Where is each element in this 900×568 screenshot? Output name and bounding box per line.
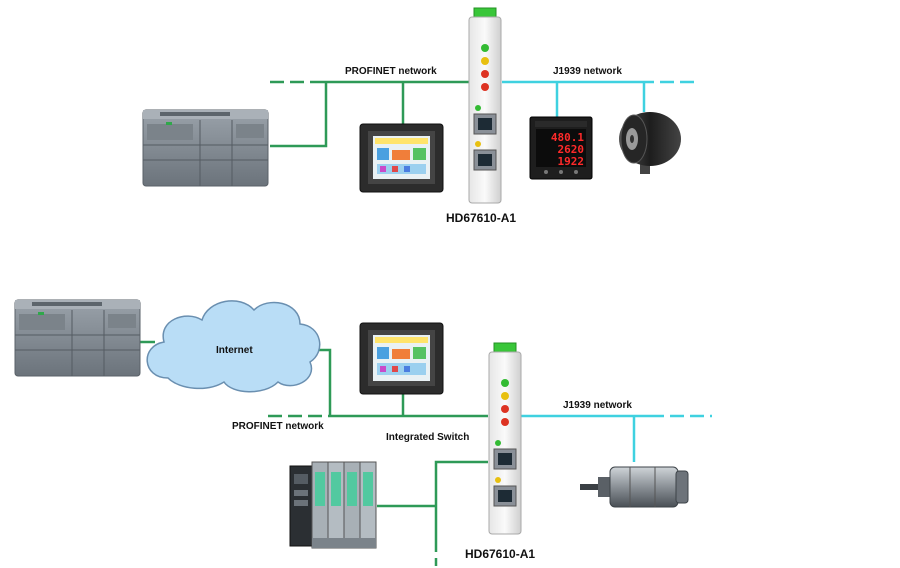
gateway-module-icon [488, 342, 522, 535]
plc-icon [142, 109, 269, 187]
j1939-network-label: J1939 network [553, 66, 622, 77]
j1939-network-line-2 [520, 414, 712, 462]
hmi-panel-icon [359, 123, 444, 193]
meter-reading-1: 480.1 [551, 131, 584, 144]
gateway-module-icon [468, 7, 502, 204]
internet-label: Internet [216, 345, 253, 356]
profinet-network-label: PROFINET network [232, 421, 324, 432]
profinet-network-label: PROFINET network [345, 66, 437, 77]
diagram-2 [14, 299, 712, 566]
meter-reading-3: 1922 [558, 155, 585, 168]
gateway-label: HD67610-A1 [465, 547, 536, 561]
internet-cloud-icon [146, 300, 321, 393]
rotary-encoder-icon [619, 112, 681, 174]
profinet-network-line-1 [270, 80, 470, 148]
hmi-panel-icon [359, 322, 444, 395]
diagram-1: 480.1 2620 1922 [142, 7, 700, 204]
cylindrical-sensor-icon [580, 466, 689, 508]
profinet-network-line-2 [140, 340, 488, 566]
digital-meter-icon: 480.1 2620 1922 [529, 116, 593, 180]
gateway-label: HD67610-A1 [446, 211, 517, 225]
integrated-switch-label: Integrated Switch [386, 432, 470, 443]
plc-icon [14, 299, 141, 377]
j1939-network-line-1 [502, 80, 700, 118]
remote-io-rack-icon [289, 461, 377, 549]
j1939-network-label: J1939 network [563, 400, 632, 411]
meter-reading-2: 2620 [558, 143, 585, 156]
